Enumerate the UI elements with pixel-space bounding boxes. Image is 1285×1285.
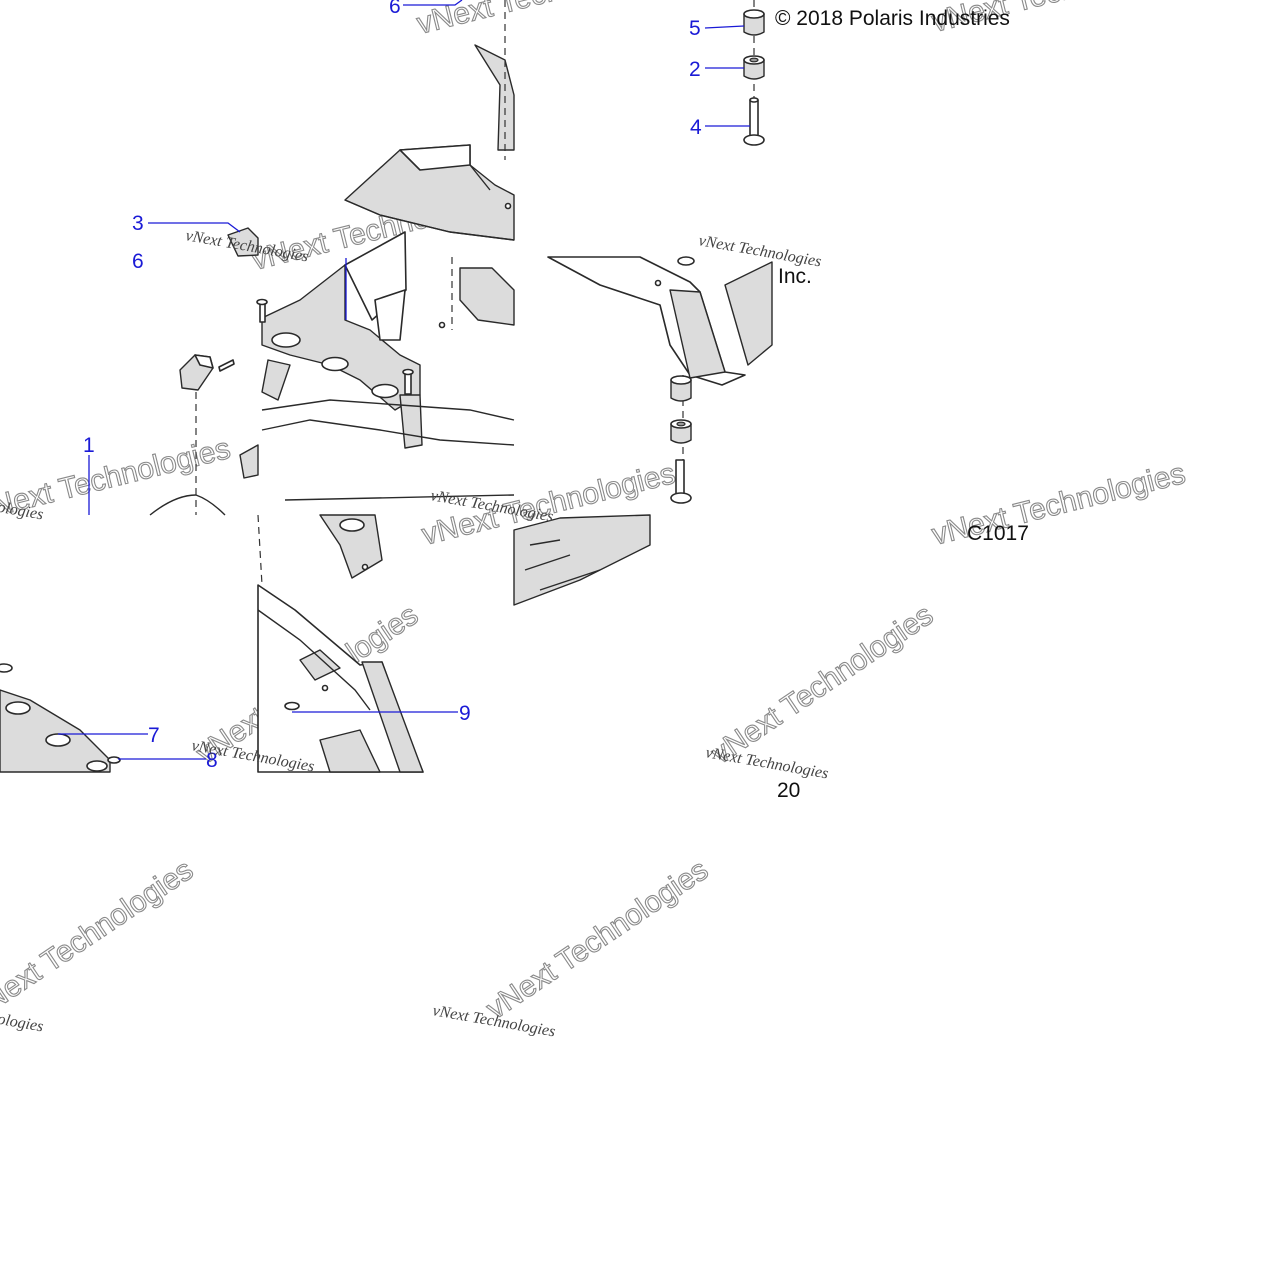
watermark-large: vNext Technologies [480,853,714,1026]
copyright-block: © 2018 Polaris Industries Inc. C1017 20 [775,7,1029,802]
watermark-large: vNext Technologies [414,0,674,41]
watermark-large: vNext Technologies [0,853,199,1026]
callout-9: 9 [459,702,471,725]
rail-bracket [0,663,121,773]
panel-strip [513,514,651,606]
front-fender-panel [344,0,515,241]
callout-8: 8 [206,749,218,772]
watermark-small: vNext Technologies [704,744,829,782]
callout-6: 6 [389,0,401,18]
callout-3: 3 [132,212,144,235]
callout-2: 2 [689,58,701,81]
leader-lines [58,0,750,760]
copyright-line-2: Inc. [778,265,812,288]
lower-bracket-leg [257,514,383,586]
callouts: 6 5 2 4 3 6 1 7 8 9 [83,0,702,772]
callout-6-lower: 6 [132,250,144,273]
callout-1: 1 [83,434,95,457]
watermark-large: vNext Technologies [705,598,939,771]
watermark-group: vNext Technologies vNext Technologies vN… [0,0,1189,1026]
callout-4: 4 [690,116,702,139]
main-crossbar-bracket [239,231,515,501]
fastener-stack-upper [743,0,765,146]
callout-7: 7 [148,724,160,747]
pivot-bracket [149,227,259,516]
figure-code-part-2: 20 [777,779,800,802]
right-frame-arm [547,256,773,504]
long-rail-end-plate [257,584,424,773]
watermark-small: vNext Technologies [697,232,822,270]
callout-5: 5 [689,17,701,40]
copyright-line-1: © 2018 Polaris Industries [775,7,1010,30]
figure-code-part-1: C1017 [967,522,1029,545]
